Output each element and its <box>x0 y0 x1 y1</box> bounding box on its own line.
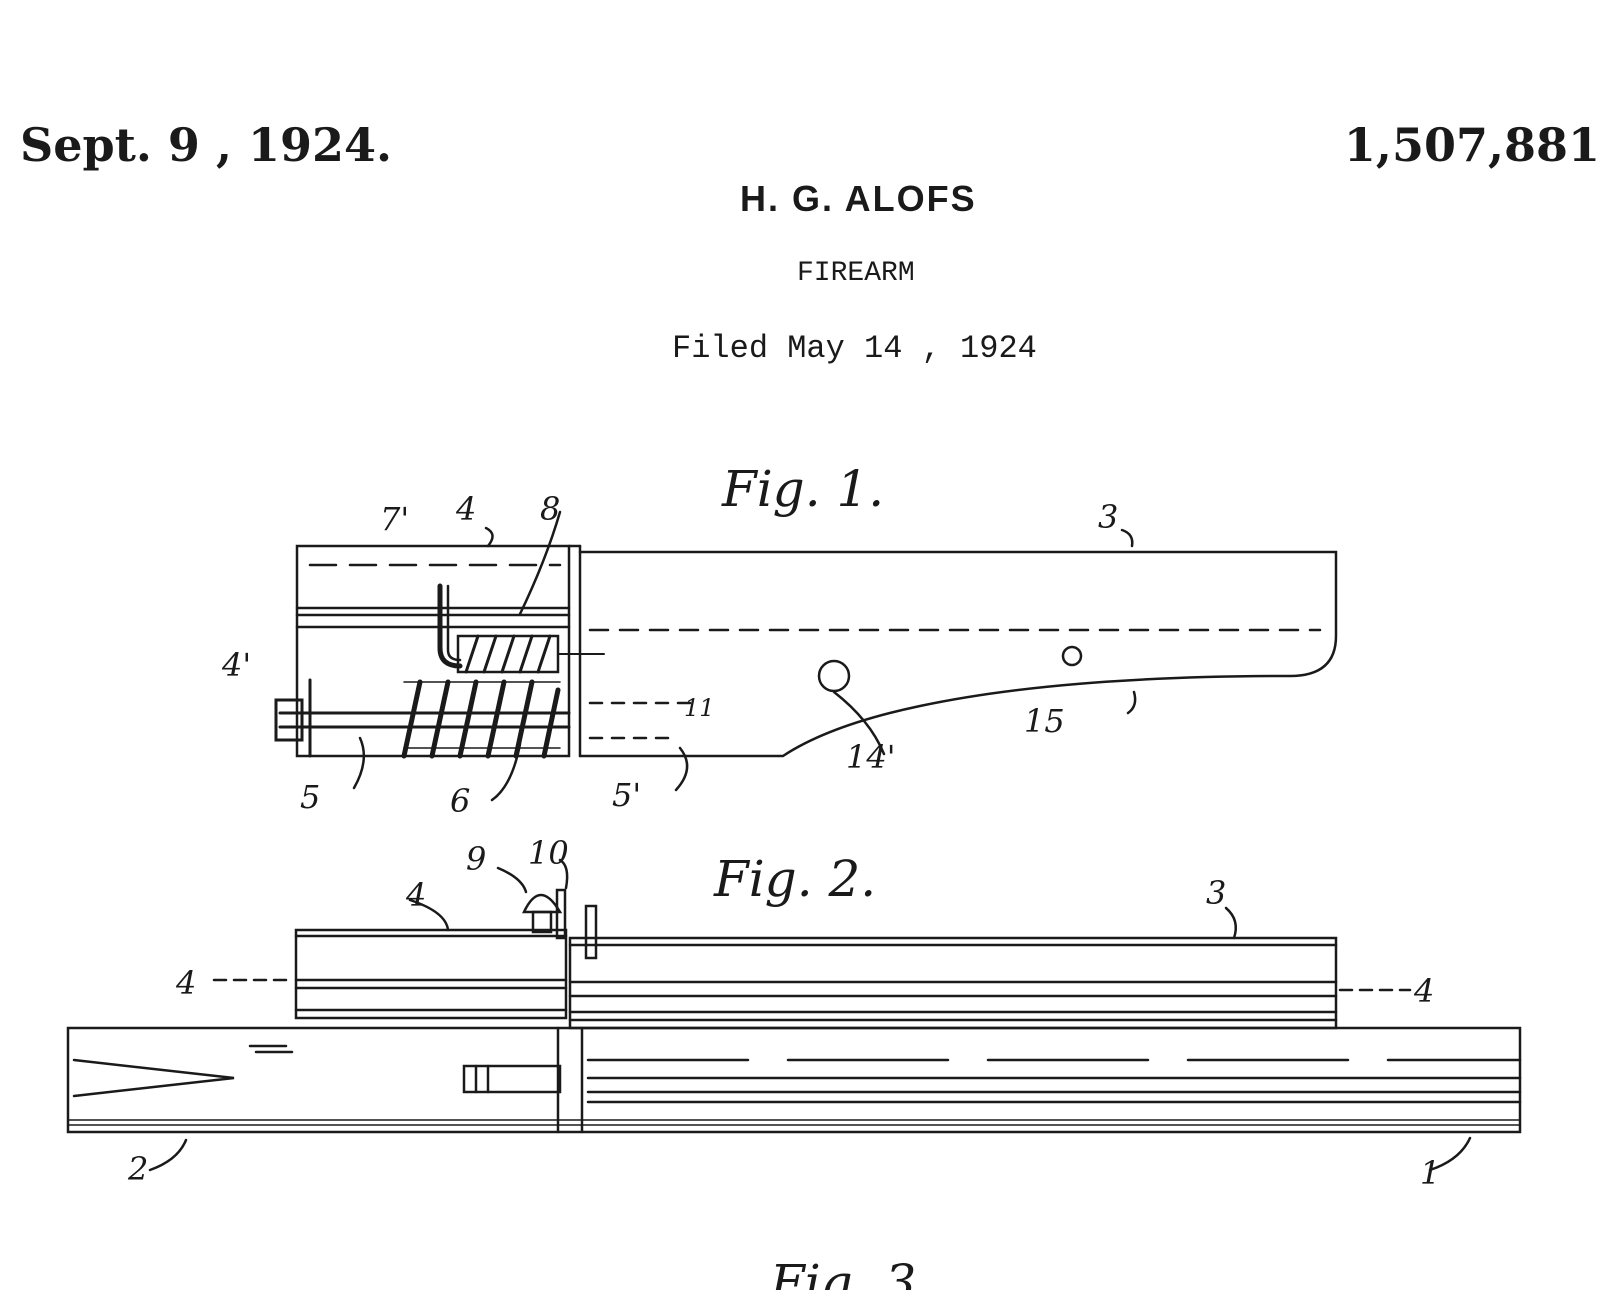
fig1-ref-5prime: 5' <box>612 776 641 814</box>
patent-number: 1,507,881 <box>1343 118 1600 172</box>
fig1-ref-15: 15 <box>1024 702 1065 740</box>
fig1-ref-8: 8 <box>540 490 560 528</box>
fig2-ref-4: 4 <box>405 876 426 914</box>
inventor-name: H. G. ALOFS <box>740 178 977 219</box>
fig2-ref-3: 3 <box>1206 874 1226 912</box>
fig1-ref-14prime: 14' <box>846 738 896 776</box>
fig1-ref-4prime: 4' <box>221 646 251 684</box>
fig1-label: Fig. 1. <box>721 460 884 518</box>
fig2-ref-1: 1 <box>1420 1154 1440 1192</box>
fig1-hole-14 <box>817 659 851 693</box>
invention-title: FIREARM <box>797 258 915 289</box>
fig2-lower-stock <box>66 1026 1522 1134</box>
fig1-ref-6: 6 <box>450 782 470 820</box>
fig1-ref-3: 3 <box>1098 498 1118 536</box>
fig2-ref-10: 10 <box>528 834 569 872</box>
fig1-ref-5: 5 <box>300 778 320 816</box>
fig2-drawing <box>66 858 1522 1172</box>
fig2-ref-9: 9 <box>466 840 486 878</box>
fig2-label: Fig. 2. <box>713 850 876 908</box>
patent-date: Sept. 9 , 1924. <box>20 118 393 172</box>
fig1-ref-11: 11 <box>684 694 715 722</box>
fig1-ref-4: 4 <box>455 490 476 528</box>
fig2-section-right: 4 <box>1413 972 1434 1010</box>
fig1-hole-15 <box>1061 645 1083 667</box>
fig2-section-left: 4 <box>175 964 196 1002</box>
fig2-ref-2: 2 <box>127 1150 148 1188</box>
filing-date: Filed May 14 , 1924 <box>672 330 1037 367</box>
fig1-stock-body <box>578 550 1338 758</box>
fig3-label: Fig. 3. <box>769 1254 932 1290</box>
fig1-drawing <box>274 510 1338 802</box>
fig1-ref-7prime: 7' <box>380 500 409 538</box>
